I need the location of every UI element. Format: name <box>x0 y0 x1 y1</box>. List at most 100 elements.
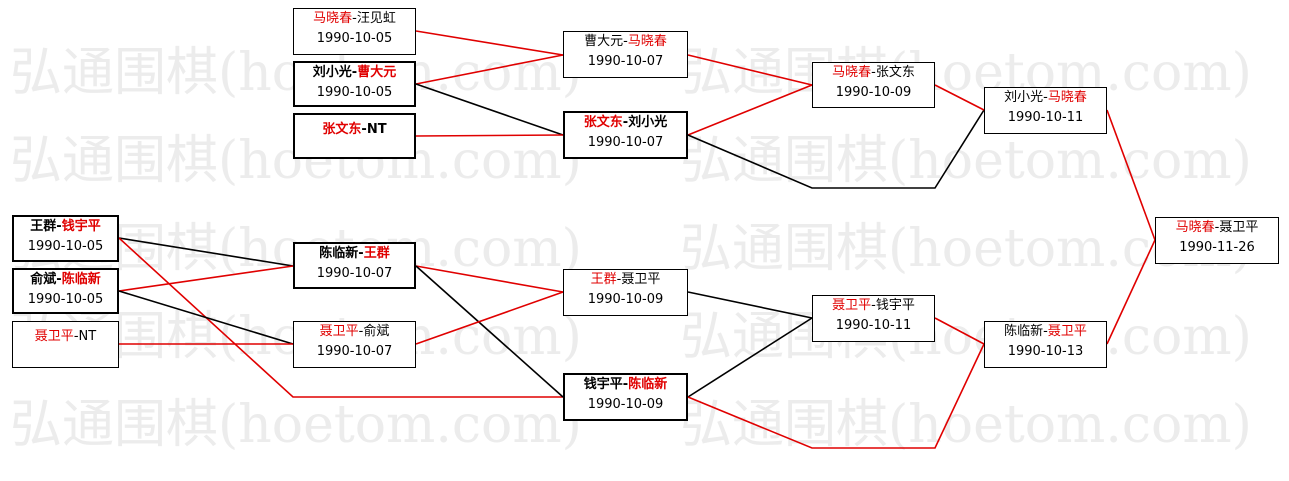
winner-name: 王群 <box>590 272 617 287</box>
game-node[interactable]: 俞斌-陈临新 1990-10-05 <box>12 268 119 314</box>
game-node[interactable]: 聂卫平-NT <box>12 321 119 368</box>
match-players: 张文东-NT <box>322 122 387 137</box>
player-name: 刘小光 <box>628 115 668 130</box>
game-node[interactable]: 刘小光-曹大元 1990-10-05 <box>293 61 416 107</box>
winner-name: 马晓春 <box>832 65 872 80</box>
winner-name: 王群 <box>363 246 390 261</box>
loser-link <box>687 317 813 398</box>
match-date: 1990-10-05 <box>316 31 393 46</box>
winner-link <box>118 237 563 398</box>
loser-link <box>118 237 294 267</box>
winner-name: 聂卫平 <box>1047 324 1087 339</box>
winner-name: 陈临新 <box>61 272 101 287</box>
winner-name: 马晓春 <box>313 11 353 26</box>
match-players: 聂卫平-钱宇平 <box>832 298 915 313</box>
winner-name: 聂卫平 <box>319 324 359 339</box>
match-date: 1990-10-05 <box>27 292 104 307</box>
match-date: 1990-10-05 <box>316 85 393 100</box>
watermark-text: 弘通围棋(hoetom.com) <box>680 43 1252 103</box>
player-name: 刘小光 <box>1004 90 1044 105</box>
winner-link <box>687 54 813 86</box>
match-date: 1990-10-11 <box>835 318 912 333</box>
winner-link <box>415 30 564 56</box>
player-name: 聂卫平 <box>1219 220 1259 235</box>
match-players: 张文东-刘小光 <box>583 115 668 130</box>
player-name: 钱宇平 <box>875 298 915 313</box>
game-node[interactable]: 张文东-刘小光 1990-10-07 <box>563 111 688 159</box>
game-node[interactable]: 曹大元-马晓春 1990-10-07 <box>563 31 688 78</box>
player-name: 汪见虹 <box>356 11 396 26</box>
match-date: 1990-10-09 <box>587 397 664 412</box>
match-date: 1990-10-07 <box>316 266 393 281</box>
match-players: 钱宇平-陈临新 <box>583 377 668 392</box>
loser-link <box>687 291 813 319</box>
player-name: 王群 <box>30 219 57 234</box>
winner-link <box>415 134 564 137</box>
match-date: 1990-10-05 <box>27 239 104 254</box>
winner-link <box>1106 239 1156 345</box>
game-node[interactable]: 聂卫平-钱宇平 1990-10-11 <box>812 295 935 342</box>
match-date: 1990-10-07 <box>587 135 664 150</box>
match-date: 1990-10-09 <box>587 292 664 307</box>
match-players: 王群-聂卫平 <box>590 272 661 287</box>
watermark-text: 弘通围棋(hoetom.com) <box>10 395 582 455</box>
winner-name: 马晓春 <box>1047 90 1087 105</box>
match-players: 陈临新-聂卫平 <box>1004 324 1087 339</box>
match-players: 马晓春-汪见虹 <box>313 11 396 26</box>
winner-name: 马晓春 <box>1175 220 1215 235</box>
game-node[interactable]: 钱宇平-陈临新 1990-10-09 <box>563 373 688 421</box>
winner-name: 钱宇平 <box>61 219 101 234</box>
winner-name: 曹大元 <box>357 65 397 80</box>
player-name: 曹大元 <box>584 34 624 49</box>
watermark-text: 弘通围棋(hoetom.com) <box>680 131 1252 191</box>
match-date: 1990-10-11 <box>1007 110 1084 125</box>
match-players: 聂卫平-俞斌 <box>319 324 390 339</box>
game-node[interactable]: 刘小光-马晓春 1990-10-11 <box>984 87 1107 134</box>
winner-name: 聂卫平 <box>832 298 872 313</box>
winner-link <box>687 343 985 449</box>
game-node[interactable]: 王群-聂卫平 1990-10-09 <box>563 269 688 316</box>
loser-link <box>415 265 564 398</box>
player-name: 俞斌 <box>363 324 390 339</box>
watermark-text: 弘通围棋(hoetom.com) <box>680 395 1252 455</box>
game-node[interactable]: 王群-钱宇平 1990-10-05 <box>12 215 119 262</box>
match-players: 刘小光-马晓春 <box>1004 90 1087 105</box>
match-players: 聂卫平-NT <box>34 329 97 344</box>
match-players: 曹大元-马晓春 <box>584 34 667 49</box>
game-node[interactable]: 张文东-NT <box>293 113 416 159</box>
player-name: NT <box>78 329 97 344</box>
match-date: 1990-10-09 <box>835 85 912 100</box>
player-name: NT <box>366 122 387 137</box>
game-node[interactable]: 陈临新-聂卫平 1990-10-13 <box>984 321 1107 368</box>
game-node[interactable]: 马晓春-聂卫平 1990-11-26 <box>1155 217 1279 264</box>
game-node[interactable]: 马晓春-汪见虹 1990-10-05 <box>293 8 416 55</box>
winner-link <box>934 317 985 345</box>
winner-link <box>118 265 294 292</box>
player-name: 张文东 <box>875 65 915 80</box>
game-node[interactable]: 马晓春-张文东 1990-10-09 <box>812 62 935 108</box>
match-players: 马晓春-张文东 <box>832 65 915 80</box>
match-players: 王群-钱宇平 <box>30 219 101 234</box>
winner-link <box>1106 109 1156 241</box>
winner-name: 陈临新 <box>628 377 668 392</box>
winner-name: 聂卫平 <box>34 329 74 344</box>
winner-link <box>687 84 813 136</box>
winner-link <box>415 291 564 345</box>
winner-link <box>934 84 985 111</box>
player-name: 聂卫平 <box>621 272 661 287</box>
match-players: 俞斌-陈临新 <box>30 272 101 287</box>
player-name: 陈临新 <box>319 246 359 261</box>
loser-link <box>687 109 985 189</box>
winner-name: 张文东 <box>583 115 623 130</box>
watermark-text: 弘通围棋(hoetom.com) <box>680 307 1252 367</box>
player-name: 刘小光 <box>312 65 352 80</box>
match-players: 马晓春-聂卫平 <box>1175 220 1259 235</box>
match-players: 刘小光-曹大元 <box>312 65 397 80</box>
match-date: 1990-11-26 <box>1179 240 1255 255</box>
match-date: 1990-10-13 <box>1007 344 1084 359</box>
player-name: 俞斌 <box>30 272 57 287</box>
match-date: 1990-10-07 <box>587 54 664 69</box>
